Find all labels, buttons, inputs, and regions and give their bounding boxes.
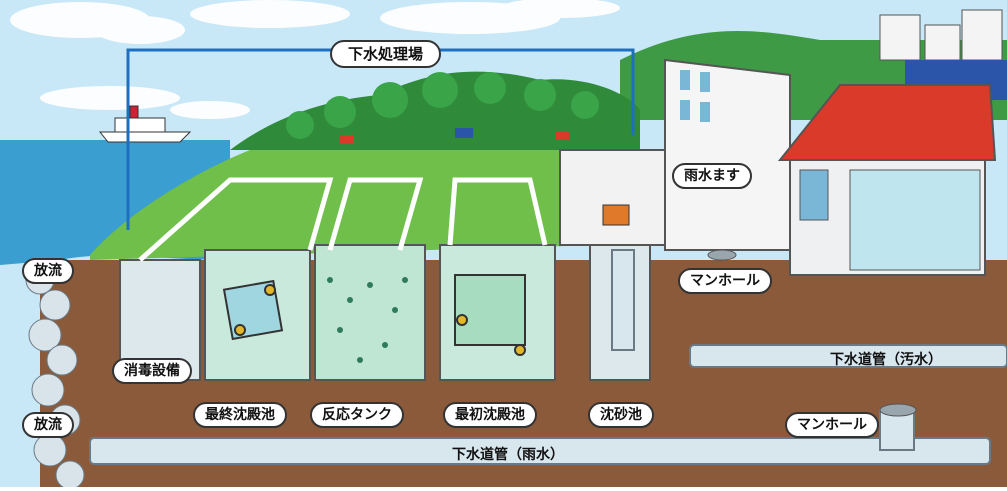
label-final-settling-tank: 最終沈殿池 [193,402,287,428]
label-manhole-top: マンホール [678,268,772,294]
clouds [10,0,620,119]
label-sewer-pipe-rainwater: 下水道管（雨水） [452,447,564,463]
label-rain-inlet: 雨水ます [672,163,752,189]
aeration-bubbles [327,277,408,363]
label-primary-settling-tank: 最初沈殿池 [443,402,537,428]
label-manhole-bottom: マンホール [785,412,879,438]
trees [286,72,599,139]
label-disinfection-equipment: 消毒設備 [112,358,192,384]
label-discharge-upper: 放流 [22,258,74,284]
manhole-covers [707,249,917,417]
city-buildings [879,9,1003,61]
label-sewer-pipe-wastewater: 下水道管（汚水） [830,352,942,368]
pipes [89,249,1007,465]
label-discharge-lower: 放流 [22,412,74,438]
house [777,84,997,276]
label-sewage-treatment-plant: 下水処理場 [330,40,442,68]
small-houses [340,128,569,143]
office-windows [680,70,710,122]
basin-frames [138,177,548,262]
label-reaction-tank: 反応タンク [310,402,404,428]
label-grit-chamber: 沈砂池 [588,402,654,428]
grit-pump [602,204,630,226]
grit-building [559,149,671,246]
scrapers [222,274,526,356]
